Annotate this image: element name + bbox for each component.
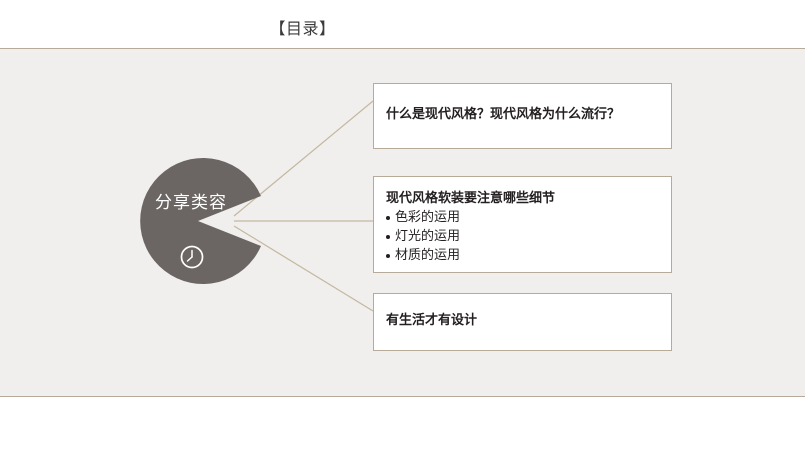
card-content: 什么是现代风格？现代风格为什么流行？: [386, 105, 659, 124]
content-card[interactable]: 现代风格软装要注意哪些细节 色彩的运用 灯光的运用 材质的运用: [373, 176, 672, 273]
card-heading: 什么是现代风格？现代风格为什么流行？: [386, 107, 621, 122]
page-title: 【目录】: [269, 19, 336, 38]
hub-label: 分享类容: [155, 193, 227, 213]
card-bullet-item: 色彩的运用: [386, 208, 659, 227]
card-heading: 有生活才有设计: [386, 313, 478, 328]
card-content: 现代风格软装要注意哪些细节 色彩的运用 灯光的运用 材质的运用: [386, 189, 659, 265]
card-bullet-item: 灯光的运用: [386, 227, 659, 246]
hub-circle-shape: [140, 158, 261, 284]
card-bullet-list: 色彩的运用 灯光的运用 材质的运用: [386, 208, 659, 265]
clock-icon: [180, 245, 204, 269]
card-bullet-item: 材质的运用: [386, 246, 659, 265]
card-content: 有生活才有设计: [386, 311, 659, 330]
content-panel: 分享类容 什么是现代风格？现代风格为什么流行？ 现代风格软装要注意哪些细节 色彩…: [0, 48, 805, 397]
content-card[interactable]: 有生活才有设计: [373, 293, 672, 351]
card-heading: 现代风格软装要注意哪些细节: [386, 191, 556, 206]
hub-node[interactable]: 分享类容: [135, 158, 261, 284]
content-card[interactable]: 什么是现代风格？现代风格为什么流行？: [373, 83, 672, 149]
